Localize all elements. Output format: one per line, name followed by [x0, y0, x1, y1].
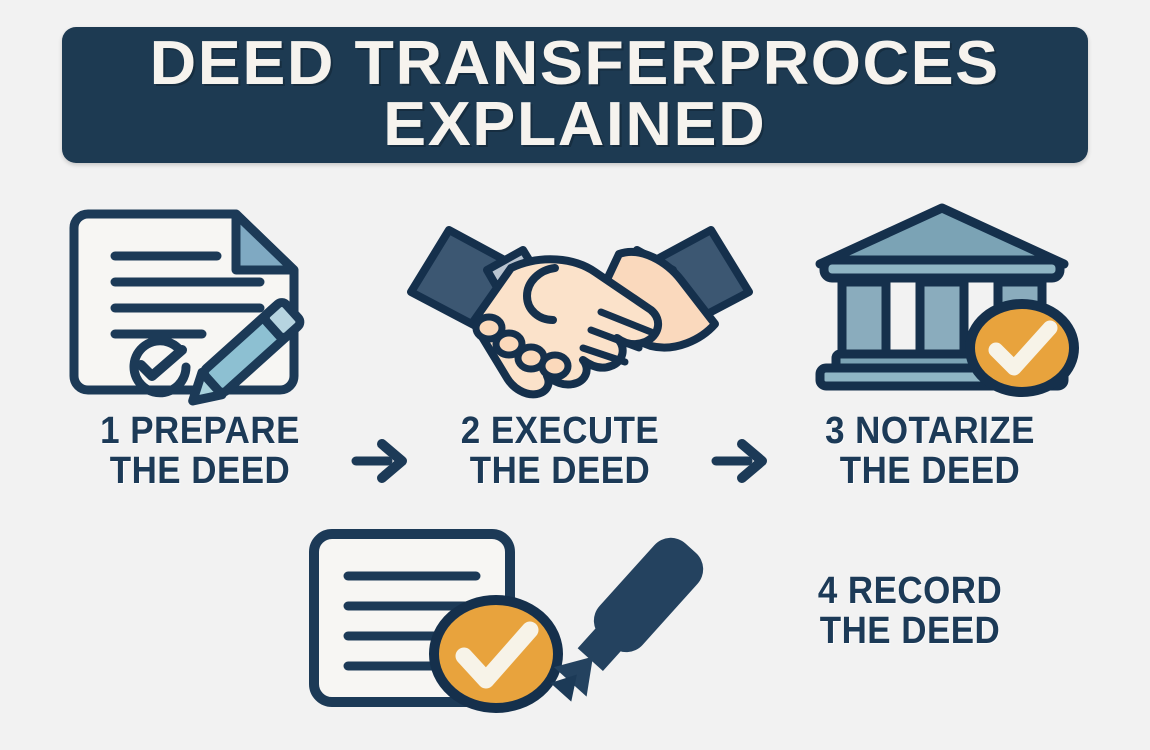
- arrow-step-1-to-2: [351, 438, 408, 484]
- document-check-with-pen-icon: [309, 529, 704, 713]
- step-1-label: 1 PREPARE THE DEED: [100, 410, 300, 492]
- handshake-icon: [407, 225, 753, 398]
- arrow-step-2-to-3: [711, 438, 768, 484]
- icon-row: [0, 185, 1150, 410]
- document-with-pencil-icon: [69, 209, 305, 405]
- page-title: DEED TRANSFERPROCES EXPLAINED: [149, 29, 1001, 159]
- step-1-icon-container: [35, 185, 365, 410]
- step-2-label: 2 EXECUTE THE DEED: [460, 410, 660, 492]
- step-3-label: 3 NOTARIZE THE DEED: [825, 410, 1035, 492]
- step-3-icon-container: [790, 185, 1110, 410]
- steps-row: 1 PREPARE THE DEED 2 EXECUTE THE DEED 3 …: [0, 410, 1150, 507]
- arrow-right-icon: [711, 439, 767, 483]
- step-4-icon-container: [300, 520, 720, 720]
- header-banner: DEED TRANSFERPROCES EXPLAINED: [62, 27, 1088, 163]
- bottom-row: 4 RECORD THE DEED: [0, 512, 1150, 742]
- courthouse-with-check-badge-icon: [815, 203, 1079, 397]
- step-4-label: 4 RECORD THE DEED: [817, 570, 1003, 652]
- arrow-right-icon: [351, 439, 407, 483]
- step-2-icon-container: [390, 185, 770, 410]
